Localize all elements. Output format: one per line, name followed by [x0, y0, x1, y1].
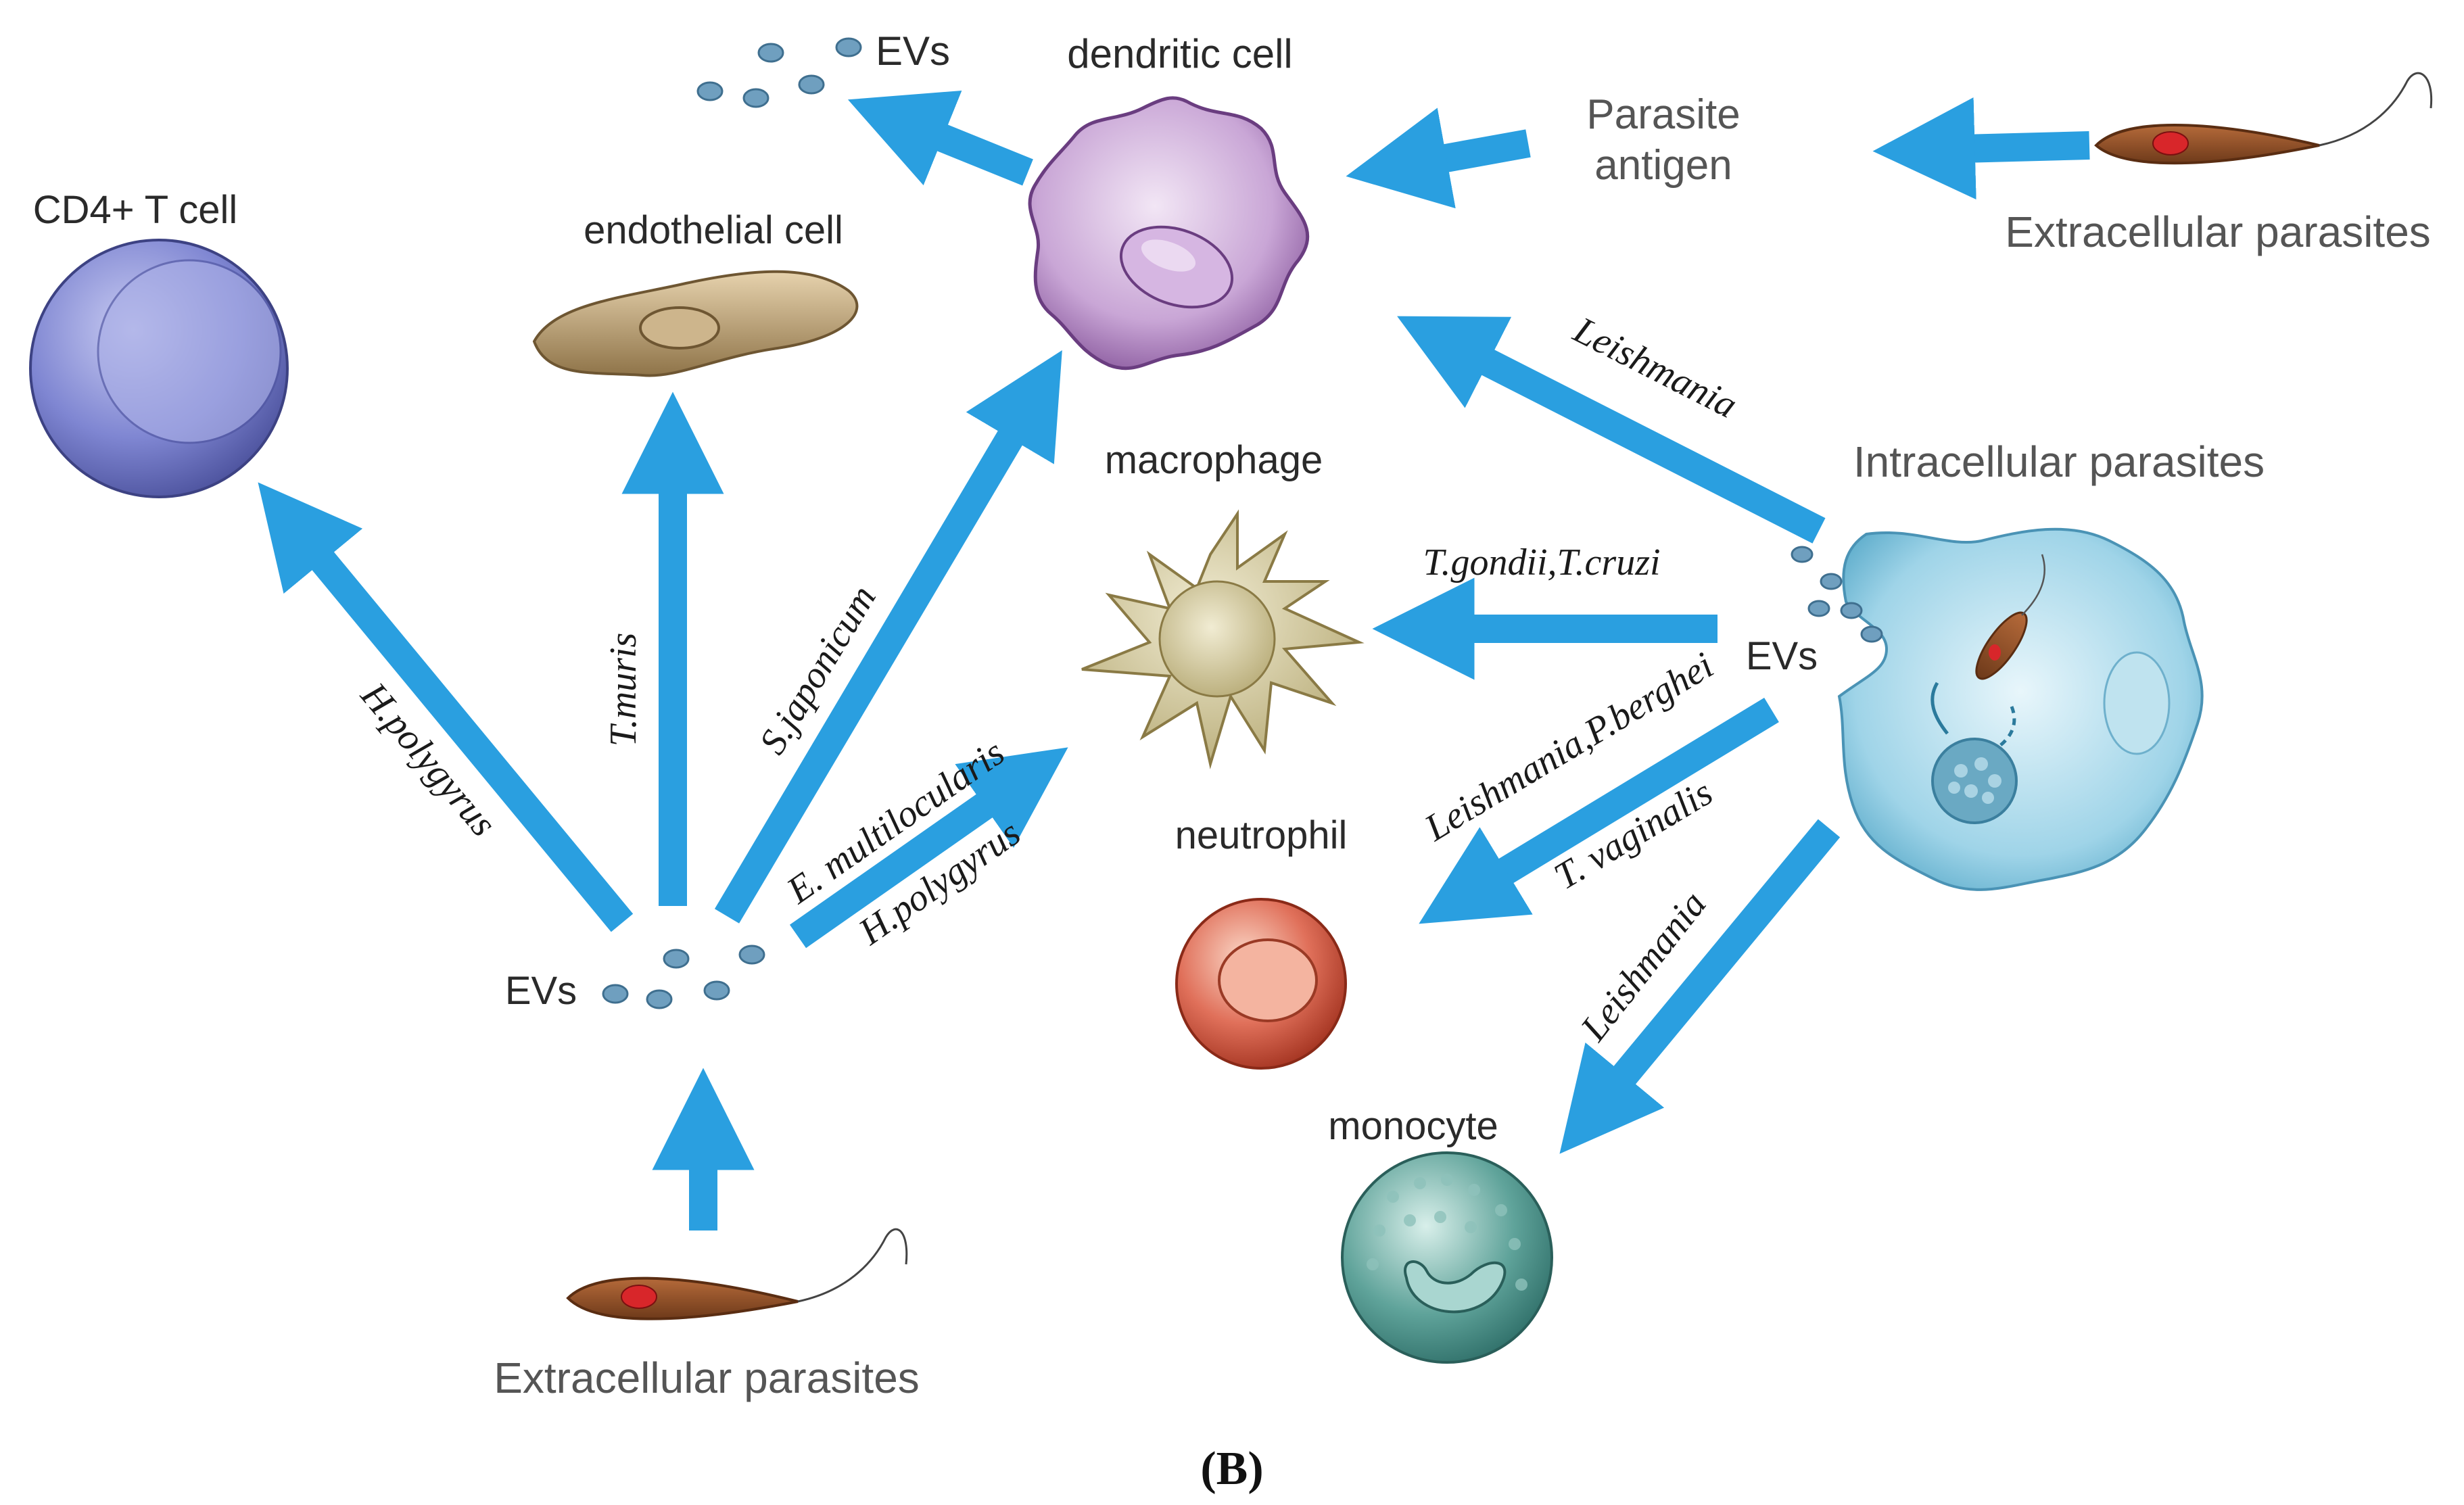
label-intracellular: Intracellular parasites: [1853, 437, 2265, 486]
arrow-evs-to-dendritic: [714, 350, 1062, 924]
extracellular-parasite-top: [2094, 72, 2433, 165]
endothelial-cell: [532, 270, 859, 377]
ev-dots-left: [602, 945, 765, 1009]
label-monocyte: monocyte: [1328, 1104, 1498, 1148]
arrow-intracellular-to-neutrophil: [1419, 698, 1779, 924]
label-dendritic-cell: dendritic cell: [1067, 31, 1293, 76]
label-parasite-antigen-line2: antigen: [1594, 142, 1732, 189]
intracellular-host-cell: [1837, 527, 2204, 891]
neutrophil-cell: [1175, 898, 1347, 1070]
species-t-gondii-t-cruzi: T.gondii,T.cruzi: [1423, 542, 1660, 583]
cd4-t-cell: [29, 239, 289, 498]
macrophage-cell: [1081, 509, 1365, 769]
label-evs-left: EVs: [505, 969, 577, 1013]
label-macrophage: macrophage: [1105, 438, 1323, 482]
label-cd4-t-cell: CD4+ T cell: [33, 188, 238, 232]
arrow-parasite-to-antigen: [1872, 97, 2090, 200]
monocyte-cell: [1341, 1151, 1553, 1364]
arrow-intracellular-to-dendritic: [1397, 316, 1826, 544]
arrow-antigen-to-dendritic: [1346, 108, 1531, 209]
arrow-evs-to-cd4: [258, 482, 634, 932]
panel-label: (B): [1200, 1443, 1263, 1495]
label-extracellular-top: Extracellular parasites: [2005, 208, 2431, 256]
extracellular-parasite-bottom: [566, 1228, 908, 1320]
arrow-dendritic-to-evs: [847, 90, 1033, 186]
arrows: [258, 90, 2090, 1231]
arrow-intracellular-to-monocyte: [1559, 819, 1841, 1154]
species-t-muris: T.muris: [602, 633, 644, 747]
label-evs-right: EVs: [1746, 634, 1818, 678]
species-leishmania-mono: Leishmania: [1572, 884, 1714, 1049]
label-neutrophil: neutrophil: [1175, 813, 1348, 857]
label-parasite-antigen-line1: Parasite: [1586, 91, 1740, 138]
label-evs-top: EVs: [876, 28, 950, 74]
ev-dots-right: [1791, 546, 1883, 643]
label-endothelial-cell: endothelial cell: [584, 208, 843, 252]
label-extracellular-bottom: Extracellular parasites: [494, 1354, 920, 1402]
dendritic-cell: [1028, 96, 1310, 371]
ev-dots-top: [696, 37, 862, 108]
arrow-evs-to-macrophage: [789, 747, 1068, 949]
